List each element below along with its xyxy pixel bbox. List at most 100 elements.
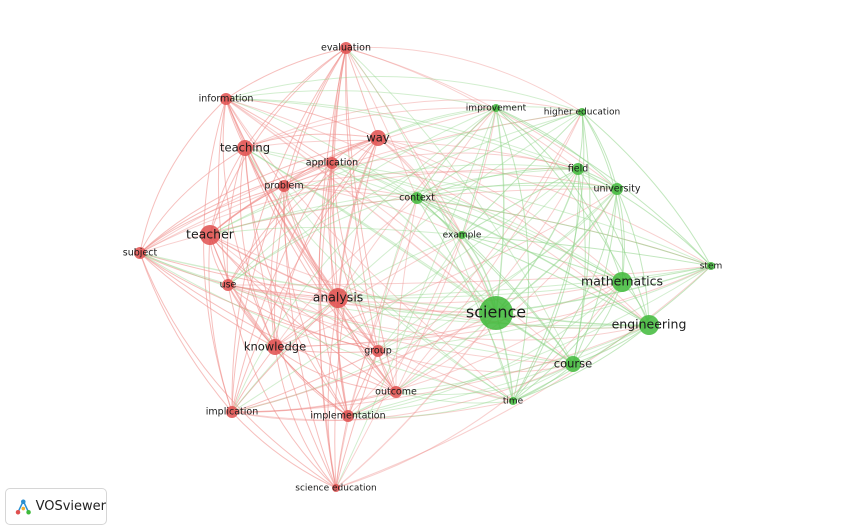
node-label-teacher[interactable]: teacher	[186, 227, 235, 242]
node-field[interactable]	[572, 163, 584, 175]
node-label-higher-education[interactable]: higher education	[544, 108, 620, 118]
link-edge	[244, 147, 397, 393]
link-edge	[244, 47, 347, 149]
link-edge	[495, 168, 579, 314]
node-subject[interactable]	[134, 247, 146, 259]
node-label-way[interactable]: way	[366, 131, 389, 145]
node-label-course[interactable]: course	[554, 357, 592, 371]
node-label-science[interactable]: science	[466, 303, 526, 322]
link-edge	[225, 98, 497, 314]
node-label-use[interactable]: use	[220, 280, 237, 291]
node-application[interactable]	[326, 157, 338, 169]
node-evaluation[interactable]	[340, 42, 352, 54]
link-edge	[337, 297, 650, 329]
node-analysis[interactable]	[328, 288, 348, 308]
node-implementation[interactable]	[342, 410, 354, 422]
node-stem[interactable]	[707, 262, 715, 270]
vosviewer-logo-icon	[15, 498, 31, 515]
node-teaching[interactable]	[237, 140, 253, 156]
link-edge	[395, 168, 579, 393]
node-science[interactable]	[479, 296, 513, 330]
link-edge	[461, 168, 579, 236]
vosviewer-brand: VOSviewer	[5, 488, 107, 525]
link-edge	[227, 162, 333, 286]
node-label-analysis[interactable]: analysis	[313, 290, 364, 305]
link-edge	[225, 98, 418, 199]
node-label-stem[interactable]: stem	[700, 262, 723, 272]
node-context[interactable]	[411, 192, 423, 204]
node-higher-education[interactable]	[578, 108, 586, 116]
node-time[interactable]	[509, 397, 517, 405]
link-edge	[416, 111, 583, 199]
node-example[interactable]	[458, 231, 466, 239]
link-edge	[416, 167, 579, 199]
link-edge	[335, 265, 712, 489]
node-implication[interactable]	[226, 406, 238, 418]
node-engineering[interactable]	[639, 315, 659, 335]
link-edge	[461, 234, 623, 283]
node-label-mathematics[interactable]: mathematics	[581, 274, 663, 289]
link-edge	[227, 265, 712, 286]
node-knowledge[interactable]	[267, 339, 283, 355]
link-edge	[283, 185, 349, 417]
link-edge	[209, 164, 579, 236]
node-label-group[interactable]: group	[364, 346, 392, 357]
node-label-teaching[interactable]: teaching	[220, 141, 270, 155]
link-edge	[512, 281, 623, 402]
node-information[interactable]	[220, 93, 232, 105]
link-edge	[227, 284, 339, 299]
node-course[interactable]	[565, 356, 581, 372]
node-label-application[interactable]: application	[306, 158, 358, 169]
node-use[interactable]	[222, 279, 234, 291]
node-label-subject[interactable]: subject	[123, 248, 158, 259]
node-label-knowledge[interactable]: knowledge	[244, 340, 306, 354]
node-label-implementation[interactable]: implementation	[310, 411, 385, 422]
link-edge	[345, 47, 379, 352]
node-way[interactable]	[370, 130, 386, 146]
node-label-field[interactable]: field	[568, 164, 589, 175]
link-edge	[283, 137, 379, 187]
link-edge	[335, 234, 463, 489]
link-edge	[461, 234, 650, 326]
node-label-evaluation[interactable]: evaluation	[321, 43, 371, 54]
node-outcome[interactable]	[390, 386, 402, 398]
node-teacher[interactable]	[200, 225, 220, 245]
node-label-science-education[interactable]: science education	[295, 484, 376, 494]
node-group[interactable]	[372, 345, 384, 357]
link-edge	[231, 411, 337, 489]
node-label-example[interactable]: example	[443, 231, 482, 241]
link-edge	[495, 107, 505, 314]
link-edge	[395, 391, 514, 404]
node-university[interactable]	[611, 183, 623, 195]
node-label-outcome[interactable]: outcome	[375, 387, 417, 398]
node-label-problem[interactable]: problem	[264, 181, 303, 192]
link-edge	[345, 47, 379, 139]
node-label-improvement[interactable]: improvement	[466, 104, 527, 114]
link-edge	[461, 107, 497, 236]
node-label-engineering[interactable]: engineering	[612, 317, 687, 332]
node-science-education[interactable]	[332, 484, 340, 492]
link-edge	[139, 252, 650, 327]
link-edge	[334, 137, 379, 489]
link-edge	[337, 265, 712, 299]
link-edge	[283, 152, 579, 187]
link-edge	[336, 297, 349, 417]
link-edge	[209, 234, 650, 329]
node-label-time[interactable]: time	[503, 397, 524, 407]
node-label-university[interactable]: university	[594, 184, 641, 195]
node-improvement[interactable]	[492, 104, 500, 112]
link-edge	[225, 76, 583, 113]
link-edge	[244, 147, 337, 489]
node-label-implication[interactable]: implication	[206, 407, 258, 418]
node-mathematics[interactable]	[612, 272, 632, 292]
node-label-context[interactable]: context	[399, 193, 435, 204]
node-problem[interactable]	[278, 180, 290, 192]
link-edge	[209, 234, 514, 402]
edge-layer	[139, 46, 712, 489]
link-edge	[347, 107, 497, 417]
link-edge	[231, 346, 276, 413]
link-edge	[139, 111, 583, 254]
link-edge	[345, 47, 397, 393]
link-edge	[231, 185, 285, 413]
node-label-information[interactable]: information	[199, 94, 254, 105]
